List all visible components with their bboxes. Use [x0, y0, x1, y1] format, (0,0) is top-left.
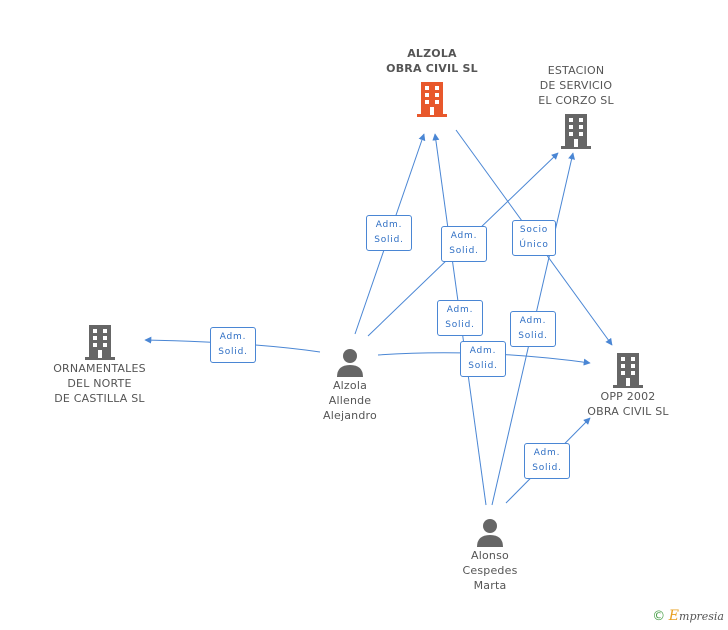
node-label-line: DE SERVICIO — [539, 79, 613, 92]
role-text: Adm. — [446, 305, 474, 315]
role-text: Solid. — [468, 361, 498, 371]
person-icon — [477, 519, 503, 547]
node-label-line: ORNAMENTALES — [53, 362, 146, 375]
role-label[interactable]: Adm. Solid. — [210, 327, 256, 363]
role-label[interactable]: Adm. Solid. — [510, 311, 556, 347]
role-text: Solid. — [218, 347, 248, 357]
node-alonso-cespedes[interactable]: Alonso Cespedes Marta — [450, 516, 530, 593]
node-label-line: ESTACION — [547, 64, 605, 77]
node-label-line: ALZOLA — [407, 47, 457, 60]
role-label[interactable]: Adm. Solid. — [441, 226, 487, 262]
node-alzola-obra-civil[interactable]: ALZOLA OBRA CIVIL SL — [372, 46, 492, 118]
building-icon — [417, 82, 447, 117]
node-label-line: DEL NORTE — [67, 377, 132, 390]
brand-initial: E — [668, 608, 680, 624]
role-text: Solid. — [449, 246, 479, 256]
node-label-line: OPP 2002 — [600, 390, 656, 403]
role-label[interactable]: Adm. Solid. — [460, 341, 506, 377]
node-label-line: Alonso — [471, 549, 509, 562]
role-text: Solid. — [445, 320, 475, 330]
building-icon — [613, 353, 643, 388]
brand-logo: Empresia — [668, 608, 724, 624]
building-icon — [84, 325, 115, 360]
role-text: Adm. — [519, 316, 547, 326]
node-label-line: OBRA CIVIL SL — [386, 62, 478, 75]
role-text: Solid. — [374, 235, 404, 245]
node-ornamentales[interactable]: ORNAMENTALES DEL NORTE DE CASTILLA SL — [42, 323, 157, 406]
role-text: Adm. — [450, 231, 478, 241]
brand-rest: mpresia — [679, 610, 724, 623]
role-text: Socio — [519, 225, 549, 235]
node-label-line: Alejandro — [323, 409, 377, 422]
node-label-line: Cespedes — [462, 564, 518, 577]
node-estacion-servicio[interactable]: ESTACION DE SERVICIO EL CORZO SL — [521, 63, 631, 150]
role-text: Solid. — [518, 331, 548, 341]
role-text: Adm. — [375, 220, 403, 230]
node-label-line: Alzola — [332, 379, 368, 392]
footer-brand[interactable]: © Empresia — [652, 608, 724, 624]
role-text: Único — [519, 240, 549, 250]
role-text: Adm. — [219, 332, 247, 342]
node-opp-2002[interactable]: OPP 2002 OBRA CIVIL SL — [577, 351, 679, 419]
node-label-line: Allende — [328, 394, 372, 407]
building-icon — [561, 114, 591, 149]
role-label[interactable]: Adm. Solid. — [366, 215, 412, 251]
role-label[interactable]: Adm. Solid. — [524, 443, 570, 479]
copyright-icon: © — [652, 609, 666, 624]
node-label-line: OBRA CIVIL SL — [587, 405, 669, 418]
role-text: Solid. — [532, 463, 562, 473]
node-label-line: Marta — [473, 579, 507, 592]
node-label-line: DE CASTILLA SL — [54, 392, 145, 405]
role-label[interactable]: Adm. Solid. — [437, 300, 483, 336]
node-label-line: EL CORZO SL — [538, 94, 614, 107]
role-text: Adm. — [469, 346, 497, 356]
node-alzola-allende[interactable]: Alzola Allende Alejandro — [310, 346, 390, 423]
person-icon — [337, 349, 363, 377]
role-text: Adm. — [533, 448, 561, 458]
